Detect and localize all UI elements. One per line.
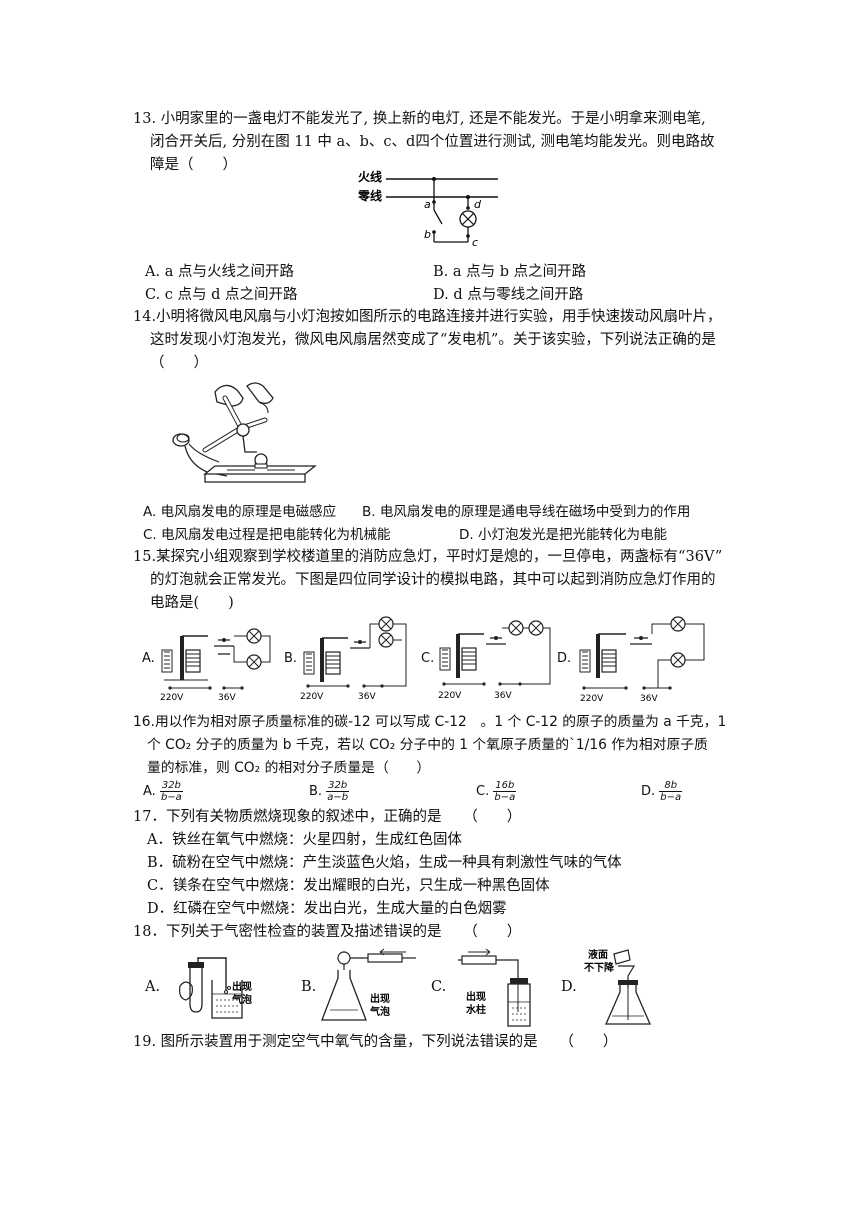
q13-line1: 13. 小明家里的一盏电灯不能发光了, 换上新的电灯, 还是不能发光。于是小明拿… — [133, 111, 706, 127]
q18-a-note-1: 出现 — [232, 980, 252, 993]
q15-circuit-d: 220V 36V — [579, 616, 705, 704]
q18-line1: 18．下列关于气密性检查的装置及描述错误的是 （ ） — [133, 924, 522, 940]
q16-line1: 16.用以作为相对原子质量标准的碳-12 可以写成 C-12 。1 个 C-12… — [133, 714, 727, 730]
q17-option-a: A．铁丝在氧气中燃烧：火星四射，生成红色固体 — [147, 832, 462, 848]
q18-label-a: A. — [145, 979, 161, 995]
q14-option-c: C. 电风扇发电过程是把电能转化为机械能 — [143, 527, 391, 543]
q14-option-d: D. 小灯泡发光是把光能转化为电能 — [459, 527, 667, 543]
q14-line1: 14.小明将微风电风扇与小灯泡按如图所示的电路连接并进行实验，用手快速拨动风扇叶… — [133, 309, 722, 325]
q15-a-220v-label: 220V — [160, 693, 184, 703]
q14-option-a: A. 电风扇发电的原理是电磁感应 — [143, 504, 337, 520]
point-a-label: a — [424, 198, 431, 211]
q18-b-note-2: 气泡 — [369, 1005, 390, 1018]
live-wire-label: 火线 — [358, 169, 382, 184]
q18-a-note-2: 气泡 — [231, 993, 252, 1006]
q15-line2: 的灯泡就会正常发光。下图是四位同学设计的模拟电路，其中可以起到消防应急灯作用的 — [150, 572, 716, 588]
q13-circuit-figure: 火线 零线 a b c d — [357, 169, 498, 249]
q13-line3: 障是（ ） — [150, 157, 237, 173]
q15-line1: 15.某探究小组观察到学校楼道里的消防应急灯，平时灯是熄的，一旦停电，两盏标有“… — [133, 549, 723, 565]
q15-d-220v-label: 220V — [580, 694, 604, 704]
q15-circuit-a: 220V 36V — [160, 628, 271, 703]
q15-a-36v-label: 36V — [218, 693, 236, 703]
q15-c-220v-label: 220V — [438, 691, 462, 701]
q15-label-b: B. — [284, 651, 298, 666]
q17-option-d: D．红磷在空气中燃烧：发出白光，生成大量的白色烟雾 — [147, 901, 507, 917]
point-c-label: c — [472, 236, 478, 249]
q18-c-note-2: 水柱 — [465, 1003, 486, 1016]
q17-option-c: C．镁条在空气中燃烧：发出耀眼的白光，只生成一种黑色固体 — [147, 878, 550, 894]
q18-apparatus-a: 出现 气泡 — [179, 957, 252, 1019]
q17-option-b: B．硫粉在空气中燃烧：产生淡蓝色火焰，生成一种具有刺激性气味的气体 — [147, 855, 622, 871]
q17-line1: 17．下列有关物质燃烧现象的叙述中，正确的是 （ ） — [133, 809, 522, 825]
q13-option-c: C. c 点与 d 点之间开路 — [145, 287, 298, 303]
point-d-label: d — [474, 198, 482, 211]
q15-line3: 电路是( ) — [150, 595, 234, 611]
q14-fan-generator-figure — [172, 382, 317, 483]
q15-label-c: C. — [421, 651, 435, 666]
q18-b-note-1: 出现 — [370, 992, 390, 1005]
q14-option-b: B. 电风扇发电的原理是通电导线在磁场中受到力的作用 — [362, 504, 691, 520]
q15-b-36v-label: 36V — [358, 692, 376, 702]
q18-c-note-1: 出现 — [466, 990, 486, 1003]
q16-line2: 个 CO₂ 分子的质量为 b 千克，若以 CO₂ 分子中的 1 个氧原子质量的`… — [147, 737, 708, 753]
q18-label-d: D. — [561, 979, 577, 995]
q15-label-d: D. — [557, 651, 572, 666]
q14-line2: 这时发现小灯泡发光，微风电风扇居然变成了“发电机”。关于该实验，下列说法正确的是 — [150, 332, 716, 348]
q18-label-b: B. — [301, 979, 317, 995]
q14-line3: （ ） — [150, 355, 208, 371]
q15-c-36v-label: 36V — [494, 691, 512, 701]
q15-b-220v-label: 220V — [300, 692, 324, 702]
q19-line1: 19. 图所示装置用于测定空气中氧气的含量，下列说法错误的是 （ ） — [133, 1034, 618, 1050]
q18-apparatus-b: 出现 气泡 — [321, 948, 416, 1021]
q13-option-b: B. a 点与 b 点之间开路 — [433, 264, 587, 280]
neutral-wire-label: 零线 — [357, 188, 382, 203]
q18-label-c: C. — [431, 979, 447, 995]
q13-option-a: A. a 点与火线之间开路 — [145, 264, 294, 280]
point-b-label: b — [424, 228, 431, 241]
q18-d-note-1: 液面 — [588, 948, 608, 961]
q13-line2: 闭合开关后, 分别在图 11 中 a、b、c、d四个位置进行测试, 测电笔均能发… — [150, 134, 715, 150]
q18-d-note-2: 不下降 — [584, 961, 615, 974]
q16-line3: 量的标准，则 CO₂ 的相对分子质量是（ ） — [147, 760, 431, 776]
q18-apparatus-c: 出现 水柱 — [458, 948, 531, 1027]
q15-d-36v-label: 36V — [640, 694, 658, 704]
q15-label-a: A. — [142, 651, 155, 666]
q13-option-d: D. d 点与零线之间开路 — [433, 287, 584, 303]
q15-circuit-c: 220V 36V — [438, 620, 551, 701]
q18-apparatus-d: 液面 不下降 — [584, 948, 651, 1025]
q15-circuit-b: 220V 36V — [300, 616, 407, 702]
